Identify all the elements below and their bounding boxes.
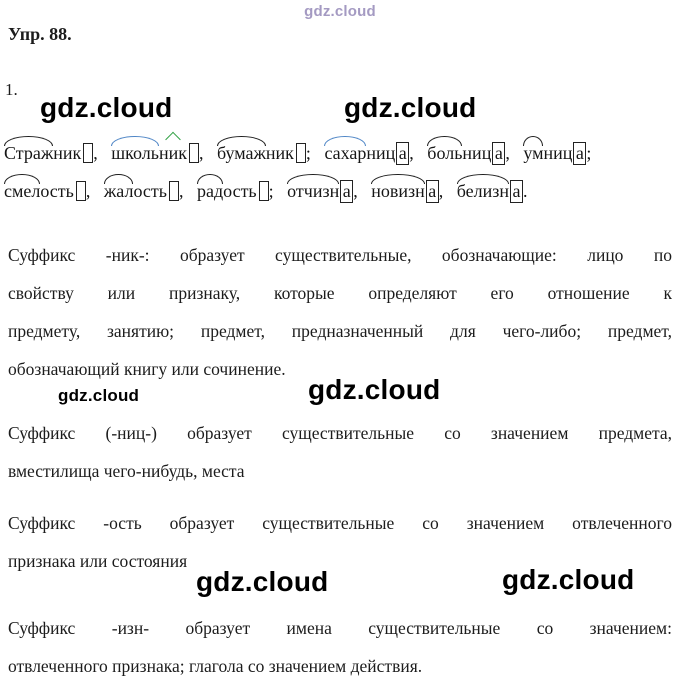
zero-ending-box <box>258 181 269 201</box>
paragraph-suffix-nits: Суффикс (-ниц-) образует существительные… <box>8 414 672 490</box>
watermark: gdz.cloud <box>344 92 477 123</box>
word-segment-box: а <box>492 142 506 165</box>
word-segment: ниц <box>462 143 492 163</box>
paragraph-line: обозначающий книгу или сочинение. <box>8 359 286 379</box>
punctuation: , <box>505 143 510 163</box>
punctuation: , <box>93 143 98 163</box>
paragraph-line: Суффикс -ость образует существительные с… <box>8 513 672 533</box>
paragraph-line: свойству или признаку, которые определяю… <box>8 283 672 303</box>
analyzed-word: Стражник, <box>4 134 98 172</box>
watermark: gdz.cloud <box>40 92 173 123</box>
watermark: gdz.cloud <box>196 566 329 597</box>
word-segment-box: а <box>573 142 587 165</box>
word-segment-arc: новизн <box>371 174 425 201</box>
watermark: gdz.cloud <box>502 564 635 595</box>
punctuation: ; <box>268 181 274 201</box>
analyzed-word: жалость, <box>103 172 184 210</box>
word-segment: ость <box>40 181 74 201</box>
paragraph-line: отвлеченного признака; глагола со значен… <box>8 656 423 676</box>
word-segment: ник <box>265 143 294 163</box>
punctuation: , <box>353 181 358 201</box>
word-segment: ник <box>53 143 82 163</box>
word-segment-arc-blue: сахар <box>324 136 367 163</box>
word-segment: ниц <box>543 143 573 163</box>
word-segment-box: а <box>340 180 354 203</box>
word-segment-arc: Страж <box>4 136 54 163</box>
word-segment-box: а <box>396 142 410 165</box>
paragraph-line: Суффикс -изн- образует имена существител… <box>8 618 672 638</box>
analyzed-word: смелость, <box>4 172 90 210</box>
zero-ending-box <box>168 181 179 201</box>
punctuation: . <box>523 181 528 201</box>
paragraph-line: Суффикс (-ниц-) образует существительные… <box>8 423 672 443</box>
punctuation: ; <box>586 143 592 163</box>
paragraph-suffix-nik: Суффикс -ник-: образует существительные,… <box>8 236 672 388</box>
word-segment-arc: отчизн <box>287 174 340 201</box>
zero-ending-box <box>188 143 199 163</box>
zero-ending-box <box>295 143 306 163</box>
word-segment-box: а <box>425 180 439 203</box>
word-segment-arc: жал <box>103 174 134 201</box>
word-segment: ость <box>223 181 257 201</box>
paragraph-suffix-izn: Суффикс -изн- образует имена существител… <box>8 609 672 678</box>
punctuation: , <box>85 181 91 201</box>
word-segment-arc-blue: школь <box>111 136 159 163</box>
analyzed-word: школьник, <box>111 134 203 172</box>
zero-ending-box <box>75 181 86 201</box>
watermark-top: gdz.cloud <box>304 3 376 20</box>
paragraph-line: признака или состояния <box>8 551 188 571</box>
punctuation: , <box>198 143 204 163</box>
item-number: 1. <box>5 80 18 99</box>
word-segment: ость <box>133 181 167 201</box>
word-segment-arc: ум <box>523 136 544 163</box>
paragraph-line: предмету, занятию; предмет, предназначен… <box>8 321 672 341</box>
analyzed-word: радость; <box>196 172 274 210</box>
word-segment-arc: белизн <box>456 174 510 201</box>
watermark: gdz.cloud <box>58 386 140 405</box>
word-segment-arc: смел <box>4 174 41 201</box>
punctuation: , <box>178 181 184 201</box>
punctuation: , <box>438 181 444 201</box>
exercise-label: Упр. 88. <box>8 24 72 44</box>
word-segment-arc: бумаж <box>216 136 266 163</box>
word-segment-box: а <box>510 180 524 203</box>
punctuation: , <box>409 143 414 163</box>
word-segment: ниц <box>366 143 396 163</box>
word-segment-caret-green: ник <box>158 143 187 163</box>
paragraph-line: Суффикс -ник-: образует существительные,… <box>8 245 672 265</box>
watermark: gdz.cloud <box>308 374 441 405</box>
word-segment-arc: боль <box>427 136 463 163</box>
paragraph-line: вместилища чего-нибудь, места <box>8 461 245 481</box>
punctuation: ; <box>305 143 311 163</box>
zero-ending-box <box>83 143 94 163</box>
paragraph-suffix-ost: Суффикс -ость образует существительные с… <box>8 504 672 580</box>
analyzed-word: бумажник; <box>216 134 311 172</box>
word-segment-arc: рад <box>196 174 224 201</box>
